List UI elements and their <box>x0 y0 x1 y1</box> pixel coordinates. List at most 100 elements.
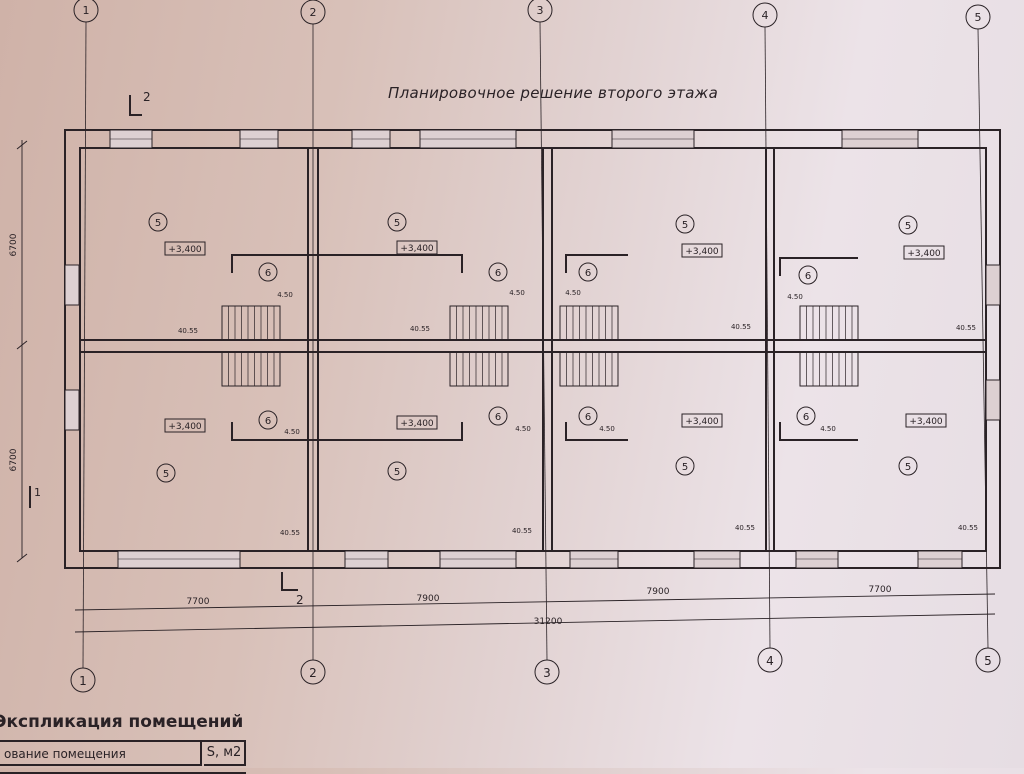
room-area: 40.55 <box>735 524 755 532</box>
elevation-box <box>164 418 206 433</box>
window <box>64 389 80 431</box>
elevation-box <box>903 245 945 260</box>
stair-flight <box>221 351 281 387</box>
room-number-main: 5 <box>682 220 688 231</box>
stair-wall <box>231 254 306 273</box>
axis-label-top: 3 <box>537 4 544 17</box>
elevation-box <box>396 240 438 255</box>
room-number-stair: 6 <box>805 271 811 282</box>
explication-table: ование помещения S, м2 <box>0 740 246 774</box>
window <box>344 550 389 569</box>
room-area: 40.55 <box>956 324 976 332</box>
stair-wall <box>565 422 628 441</box>
stair-area: 4.50 <box>515 425 531 433</box>
room-number-stair: 6 <box>585 268 591 279</box>
column-header-name: ование помещения <box>0 742 202 766</box>
room-area: 40.55 <box>410 325 430 333</box>
room-area: 40.55 <box>958 524 978 532</box>
windows <box>64 129 1001 569</box>
axis-line <box>539 21 548 661</box>
room-number-circle <box>387 461 407 481</box>
axis-line <box>82 21 87 669</box>
explication-heading: Экспликация помещений <box>0 712 244 732</box>
stairs <box>221 254 859 441</box>
stair-area: 4.50 <box>820 425 836 433</box>
room-number-circle <box>488 406 508 426</box>
window <box>917 550 963 569</box>
section-label-bottom: 2 <box>296 593 304 607</box>
room-number-stair: 6 <box>495 268 501 279</box>
dimension-span: 7700 <box>869 585 892 595</box>
stair-flight <box>449 305 509 341</box>
dimension-height: 6700 <box>9 448 19 471</box>
room-number-main: 5 <box>905 221 911 232</box>
stair-area: 4.50 <box>277 291 293 299</box>
room-number-circle <box>258 262 278 282</box>
elevation-box <box>905 413 947 428</box>
elevation-box <box>681 413 723 428</box>
axis-bubble-top <box>73 0 99 23</box>
section-label-top: 2 <box>143 90 151 104</box>
stair-flight <box>799 351 859 387</box>
dim-line-spans <box>74 593 996 611</box>
dimension-span: 7700 <box>187 597 210 607</box>
window <box>64 264 80 306</box>
window <box>117 550 241 569</box>
stair-flight <box>559 351 619 387</box>
room-area: 40.55 <box>731 323 751 331</box>
room-number-main: 5 <box>394 218 400 229</box>
elevation-mark: +3,400 <box>907 249 941 259</box>
elevation-mark: +3,400 <box>168 245 202 255</box>
elevation-box <box>681 243 723 258</box>
stair-wall <box>306 254 463 273</box>
dimension-span: 7900 <box>647 587 670 597</box>
room-number-circle <box>578 406 598 426</box>
stair-area: 4.50 <box>284 428 300 436</box>
stair-wall <box>779 422 858 441</box>
axis-label-top: 4 <box>762 9 769 22</box>
window <box>693 550 741 569</box>
section-label-left: 1 <box>34 486 41 499</box>
room-number-circle <box>148 212 168 232</box>
elevation-box <box>396 415 438 430</box>
elevation-mark: +3,400 <box>909 417 943 427</box>
room-number-main: 5 <box>682 462 688 473</box>
room-number-circle <box>898 456 918 476</box>
elevation-mark: +3,400 <box>685 417 719 427</box>
room-number-main: 5 <box>163 469 169 480</box>
stair-wall <box>231 422 306 441</box>
elevation-box <box>164 241 206 256</box>
room-number-circle <box>387 212 407 232</box>
axis-bubble-bottom <box>534 659 560 685</box>
room-number-circle <box>798 265 818 285</box>
stair-flight <box>799 305 859 341</box>
room-number-circle <box>675 456 695 476</box>
room-number-stair: 6 <box>495 412 501 423</box>
room-number-circle <box>675 214 695 234</box>
window <box>569 550 619 569</box>
stair-area: 4.50 <box>565 289 581 297</box>
room-number-stair: 6 <box>803 412 809 423</box>
window <box>985 264 1001 306</box>
room-number-circle <box>488 262 508 282</box>
stair-flight <box>221 305 281 341</box>
elevation-mark: +3,400 <box>685 247 719 257</box>
axis-label-top: 2 <box>310 6 317 19</box>
section-mark-bottom <box>281 572 298 591</box>
dimension-span: 7900 <box>417 594 440 604</box>
axis-label-top: 5 <box>975 11 982 24</box>
axis-line <box>764 26 771 649</box>
room-number-circle <box>258 410 278 430</box>
grid-axes <box>16 21 989 669</box>
room-number-circle <box>796 406 816 426</box>
axis-label-bottom: 5 <box>984 654 992 668</box>
axis-label-bottom: 2 <box>309 666 317 680</box>
stair-area: 4.50 <box>509 289 525 297</box>
outer-wall-outer <box>64 129 1001 569</box>
plan-title: Планировочное решение второго этажа <box>388 84 719 102</box>
room-area: 40.55 <box>512 527 532 535</box>
room-number-circle <box>578 262 598 282</box>
axis-label-bottom: 4 <box>766 654 774 668</box>
room-number-circle <box>898 215 918 235</box>
elevation-mark: +3,400 <box>168 422 202 432</box>
